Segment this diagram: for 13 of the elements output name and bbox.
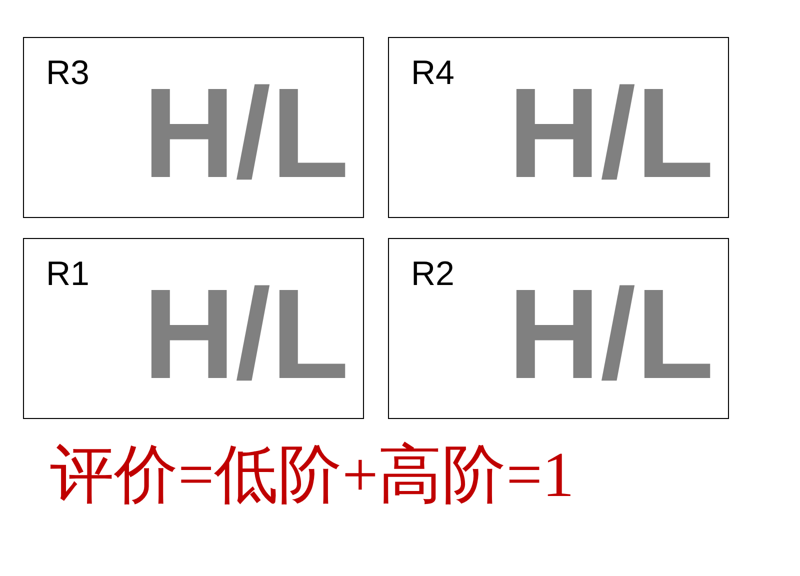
region-label: R1 bbox=[46, 257, 90, 291]
region-label: R2 bbox=[411, 257, 454, 291]
region-box bbox=[23, 238, 364, 419]
region-label: R4 bbox=[411, 56, 454, 90]
level-label: H/L bbox=[142, 70, 349, 198]
level-label: H/L bbox=[508, 70, 714, 198]
region-label: R3 bbox=[46, 56, 90, 90]
region-box bbox=[23, 37, 364, 218]
region-box bbox=[388, 37, 729, 218]
level-label: H/L bbox=[142, 271, 349, 399]
region-box bbox=[388, 238, 729, 419]
level-label: H/L bbox=[508, 271, 714, 399]
formula-text: 评价=低阶+高阶=1 bbox=[50, 440, 574, 510]
